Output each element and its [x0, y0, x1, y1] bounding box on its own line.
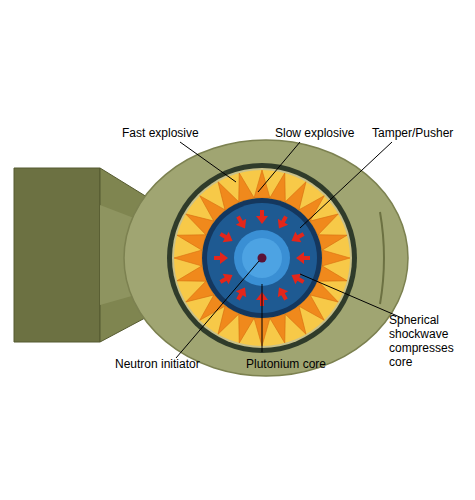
casing [167, 163, 357, 353]
bomb-body [124, 140, 408, 376]
callout-label: Slow explosive [275, 126, 385, 140]
tail-box [14, 168, 100, 342]
plutonium-core-inner [242, 238, 282, 278]
plutonium-core [234, 230, 290, 286]
nose-seam [380, 212, 384, 304]
callout-label: Fast explosive [122, 126, 232, 140]
callout-label: Neutron initiator [115, 357, 235, 371]
callout-label: Plutonium core [246, 357, 356, 371]
callout-label: Tamper/Pusher [372, 126, 472, 140]
leader-lines [176, 142, 402, 358]
callout-label: Spherical shockwave compresses core [389, 313, 469, 369]
